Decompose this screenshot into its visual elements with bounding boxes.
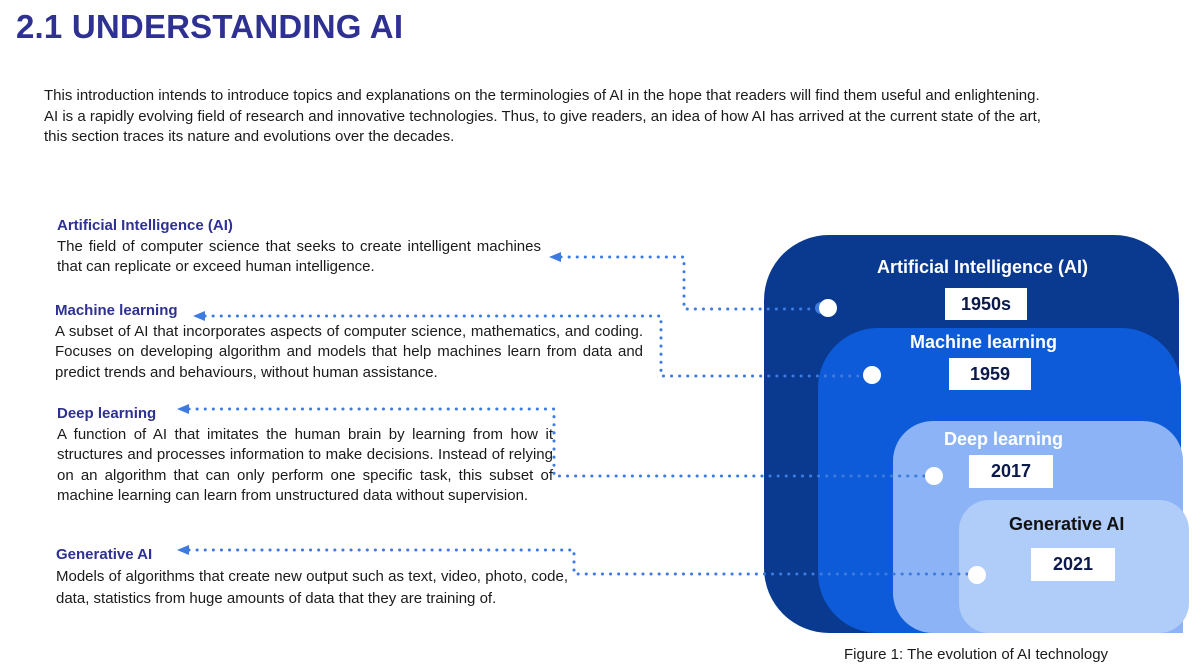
term-artificial-intelligence: Artificial Intelligence (AI) The field o… <box>57 216 541 278</box>
term-heading: Deep learning <box>57 405 157 422</box>
term-generative-ai: Generative AI Models of algorithms that … <box>56 545 568 610</box>
layer-box-deep-learning: Deep learning 2017 <box>893 421 1183 633</box>
term-description: A function of AI that imitates the human… <box>57 425 553 505</box>
connector-endpoint <box>815 302 827 314</box>
layer-label: Deep learning <box>944 429 1064 449</box>
term-machine-learning: Machine learning A subset of AI that inc… <box>55 301 643 383</box>
term-heading: Machine learning <box>55 302 178 319</box>
intro-line: This introduction intends to introduce t… <box>44 87 1040 104</box>
layer-label: Artificial Intelligence (AI) <box>877 257 1089 277</box>
intro-line: AI is a rapidly evolving field of resear… <box>44 107 1041 125</box>
connector-dot-gen <box>968 566 986 584</box>
term-heading: Generative AI <box>56 546 153 563</box>
layer-box-ai: Artificial Intelligence (AI) 1950s <box>764 235 1179 633</box>
arrowhead-icon <box>549 252 561 262</box>
layer-year: 2021 <box>1031 548 1115 581</box>
page-title: 2.1 UNDERSTANDING AI <box>16 8 404 45</box>
term-heading: Artificial Intelligence (AI) <box>57 217 233 234</box>
layer-box-generative-ai: Generative AI 2021 <box>959 500 1189 633</box>
term-description: Models of algorithms that create new out… <box>56 567 568 607</box>
layer-year: 2017 <box>969 455 1053 488</box>
layer-year: 1950s <box>945 288 1027 320</box>
figure-caption: Figure 1: The evolution of AI technology <box>844 646 1109 663</box>
term-description: A subset of AI that incorporates aspects… <box>55 322 643 381</box>
connector-dot-dl <box>925 467 943 485</box>
layer-label: Generative AI <box>1009 514 1125 534</box>
connector-dot-ai <box>819 299 837 317</box>
term-deep-learning: Deep learning A function of AI that imit… <box>57 404 553 507</box>
layer-box-machine-learning: Machine learning 1959 <box>818 328 1181 633</box>
layer-label: Machine learning <box>910 332 1058 352</box>
intro-line: this section traces its nature and evolu… <box>44 128 455 145</box>
layer-year: 1959 <box>949 358 1031 390</box>
connector-dot-ml <box>863 366 881 384</box>
intro-paragraph: This introduction intends to introduce t… <box>44 86 1194 148</box>
term-description: The field of computer science that seeks… <box>57 237 541 276</box>
